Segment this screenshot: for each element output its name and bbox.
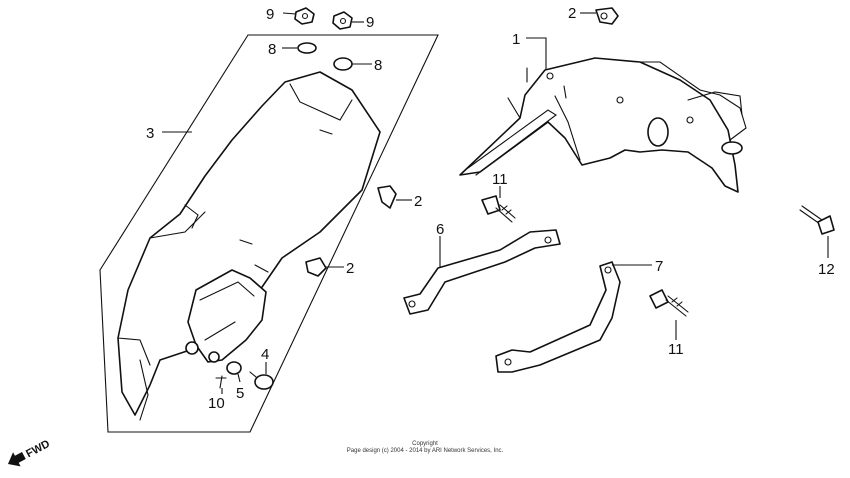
fwd-arrow-icon	[7, 451, 26, 467]
inner-fender-part-3[interactable]	[117, 71, 381, 421]
stay-part-6[interactable]	[403, 229, 561, 315]
fender-group-outline	[99, 34, 439, 433]
clip-part-2-middle[interactable]	[377, 185, 397, 209]
callout-2-top: 2	[568, 5, 576, 22]
callout-1: 1	[512, 31, 520, 48]
callout-11-lower: 11	[668, 341, 684, 358]
callout-2-middle: 2	[414, 193, 422, 210]
screw-part-4[interactable]	[249, 371, 274, 390]
clip-part-2-top[interactable]	[595, 7, 619, 25]
washer-part-8-right[interactable]	[333, 57, 353, 71]
callout-8-right: 8	[374, 57, 382, 74]
bolt-part-11-lower[interactable]	[649, 289, 689, 317]
washer-part-8-left[interactable]	[297, 42, 317, 54]
callout-7: 7	[655, 258, 663, 275]
leader-lines	[162, 12, 829, 394]
callout-8-left: 8	[268, 41, 276, 58]
callout-5: 5	[236, 385, 244, 402]
callout-9-right: 9	[366, 14, 374, 31]
callout-2-lower: 2	[346, 260, 354, 277]
nut-part-9-left[interactable]	[294, 7, 315, 25]
clip-part-2-lower[interactable]	[305, 257, 327, 277]
copyright-line-1: Copyright	[412, 441, 438, 447]
bolt-part-12[interactable]	[799, 205, 835, 235]
stay-part-7[interactable]	[495, 261, 621, 373]
stud	[526, 67, 567, 99]
callout-3: 3	[146, 125, 154, 142]
callout-11-upper: 11	[492, 171, 508, 188]
callout-12: 12	[818, 261, 835, 278]
grommet-part-5[interactable]	[226, 361, 242, 375]
callout-10: 10	[208, 395, 225, 412]
license-bracket	[185, 269, 267, 363]
nut-part-9-right[interactable]	[332, 11, 353, 30]
rear-fender-part-1[interactable]	[459, 57, 747, 193]
callout-6: 6	[436, 221, 444, 238]
copyright-line-2: Page design (c) 2004 - 2014 by ARI Netwo…	[346, 448, 504, 454]
pin-part-10[interactable]	[215, 375, 227, 389]
callout-9-left: 9	[266, 6, 274, 23]
bolt-part-11-upper[interactable]	[481, 195, 516, 223]
callout-4: 4	[261, 346, 269, 363]
